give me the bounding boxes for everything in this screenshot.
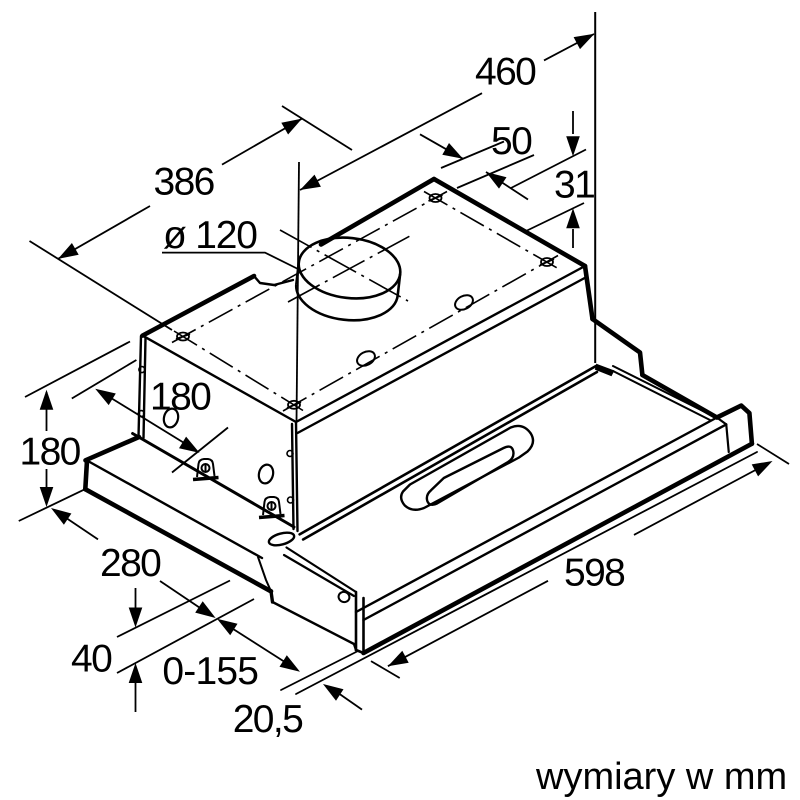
svg-text:31: 31 xyxy=(554,164,594,207)
svg-text:0-155: 0-155 xyxy=(162,650,258,693)
svg-text:ø 120: ø 120 xyxy=(163,214,257,257)
svg-text:40: 40 xyxy=(71,638,112,681)
svg-text:386: 386 xyxy=(154,161,214,204)
svg-text:460: 460 xyxy=(475,51,536,94)
svg-text:wymiary w mm: wymiary w mm xyxy=(535,756,787,798)
svg-text:280: 280 xyxy=(100,542,161,585)
svg-text:598: 598 xyxy=(564,552,624,595)
svg-text:180: 180 xyxy=(150,376,211,419)
svg-text:50: 50 xyxy=(491,120,532,163)
svg-text:20,5: 20,5 xyxy=(233,698,303,741)
svg-text:180: 180 xyxy=(20,430,81,473)
